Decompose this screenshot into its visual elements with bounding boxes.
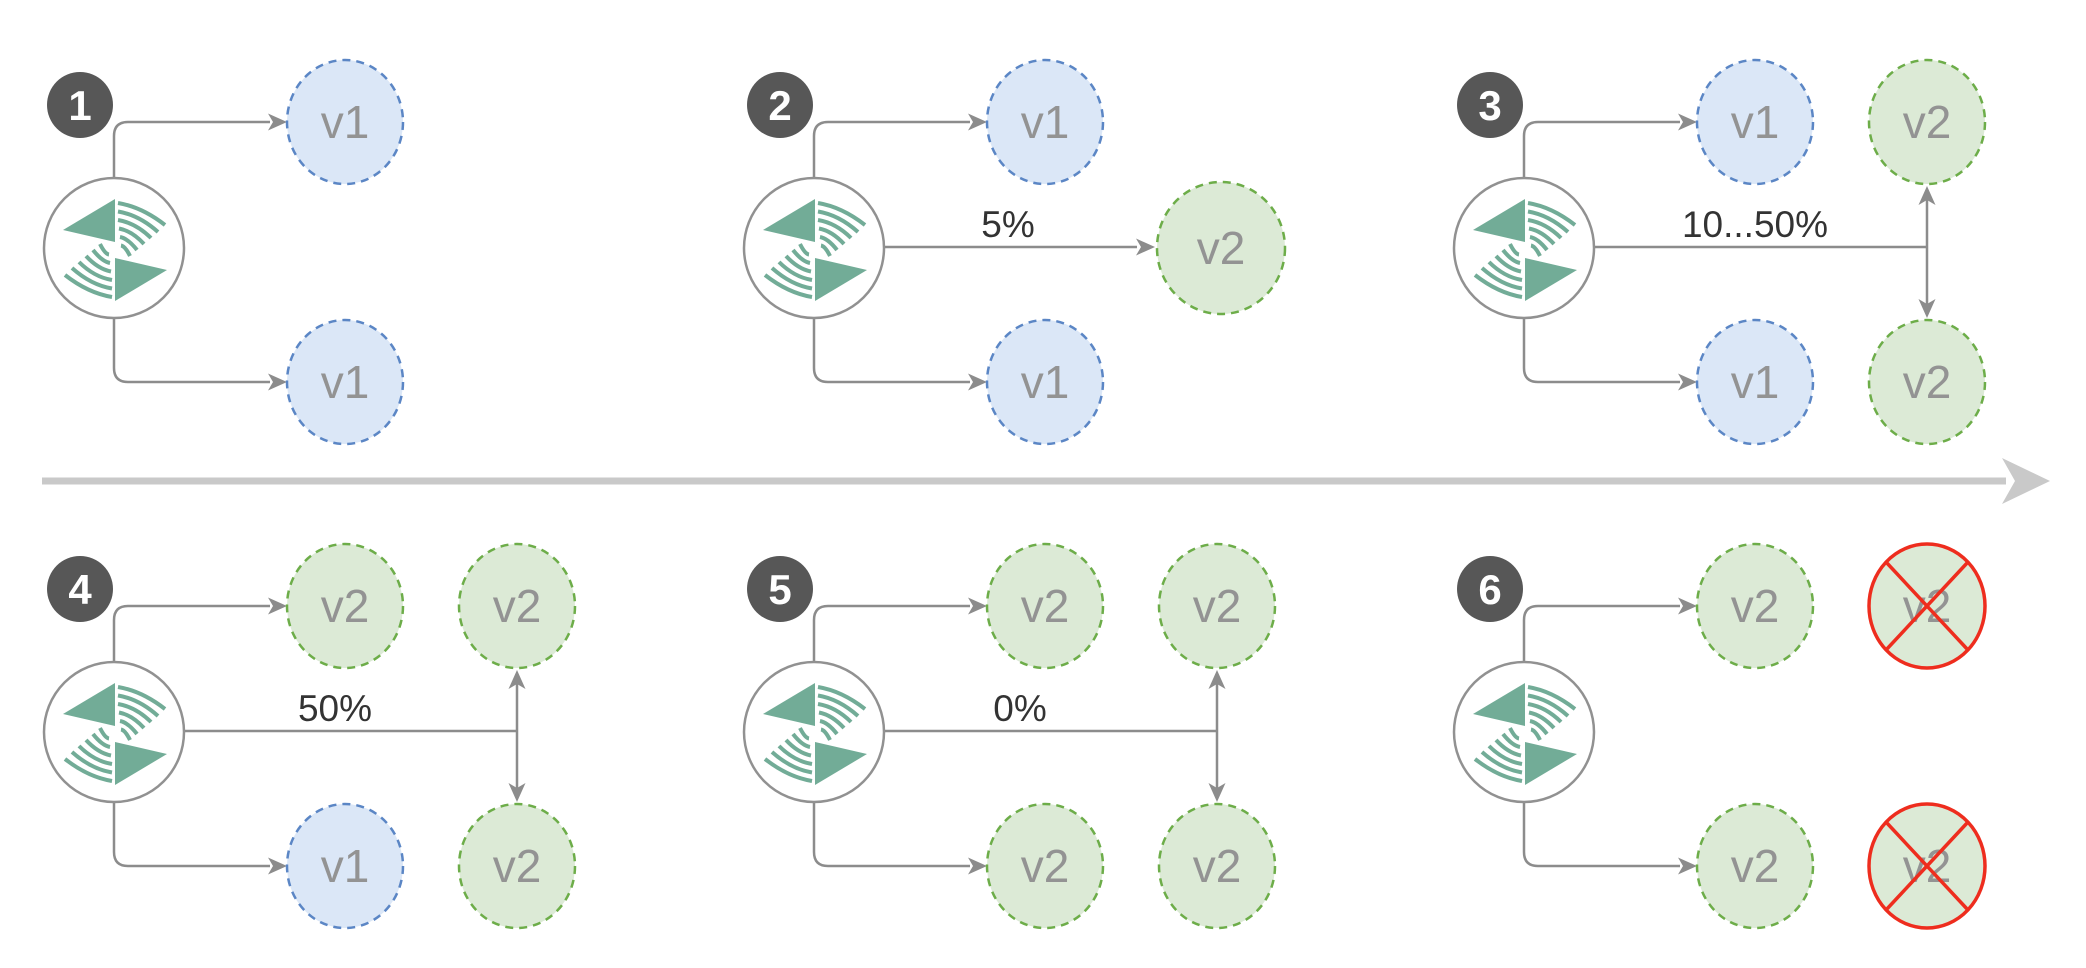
arrowhead-icon	[268, 857, 287, 875]
route-line-top	[812, 120, 970, 178]
arrowhead-icon	[968, 113, 987, 131]
pod-label: v1	[1021, 356, 1070, 408]
route-line-bottom	[112, 318, 270, 384]
pod-label: v1	[321, 96, 370, 148]
stage-panel-6: 6 v2 v2 v2 v2	[1452, 542, 1987, 930]
step-number: 5	[768, 566, 791, 613]
pod-node-top-right: v2	[1867, 58, 1987, 186]
route-line-top	[812, 604, 970, 662]
arrowhead-icon	[968, 597, 987, 615]
pod-node-top-left: v2	[285, 542, 405, 670]
pod-label: v2	[493, 580, 542, 632]
pod-node-top-left: v1	[285, 58, 405, 186]
pod-label: v2	[1021, 580, 1070, 632]
route-line-top	[1522, 604, 1680, 662]
pod-node-bottom-right: v2	[457, 802, 577, 930]
arrowhead-icon	[1678, 373, 1697, 391]
arrowhead-icon	[268, 373, 287, 391]
pod-node-bottom-right: v2	[1157, 802, 1277, 930]
traffic-weight-label: 0%	[993, 688, 1046, 729]
pod-label: v2	[321, 580, 370, 632]
pod-label: v2	[1731, 840, 1780, 892]
step-badge	[1457, 72, 1523, 138]
pod-node-top-right: v2	[457, 542, 577, 670]
arrowhead-icon	[1678, 113, 1697, 131]
step-number: 2	[768, 82, 791, 129]
pod-label: v2	[1193, 840, 1242, 892]
step-badge	[47, 72, 113, 138]
step-number: 1	[68, 82, 91, 129]
step-badge	[1457, 556, 1523, 622]
stage-panel-1: 1 v1 v1	[42, 58, 405, 446]
pod-node-top-left: v1	[1695, 58, 1815, 186]
pod-label: v2	[1193, 580, 1242, 632]
pod-label: v1	[1021, 96, 1070, 148]
route-line-bottom	[1522, 802, 1680, 868]
terminated-pod-node-bottom-right: v2	[1867, 802, 1987, 930]
traffic-weight-label: 10...50%	[1682, 204, 1828, 245]
pod-node-top-left: v1	[985, 58, 1105, 186]
pod-node-bottom-left: v1	[285, 318, 405, 446]
step-badge	[747, 556, 813, 622]
pod-node-top-left: v2	[1695, 542, 1815, 670]
step-number: 3	[1478, 82, 1501, 129]
pod-node-middle-right: v2	[1155, 180, 1287, 316]
timeline-arrowhead-icon	[2002, 458, 2050, 504]
red-cross-icon	[1867, 802, 1987, 930]
pod-label: v2	[493, 840, 542, 892]
pod-label: v2	[1021, 840, 1070, 892]
pod-node-bottom-left: v2	[1695, 802, 1815, 930]
pod-label: v1	[1731, 356, 1780, 408]
stage-panel-5: 5 0% v2 v2 v2 v2	[742, 542, 1277, 930]
traffic-router	[742, 660, 886, 804]
stage-panel-2: 2 5% v1 v2 v1	[742, 58, 1287, 446]
pod-node-bottom-left: v1	[985, 318, 1105, 446]
pod-node-top-left: v2	[985, 542, 1105, 670]
arrowhead-icon	[1136, 238, 1155, 256]
route-line-bottom	[112, 802, 270, 868]
pod-label: v1	[321, 356, 370, 408]
arrowhead-icon	[268, 597, 287, 615]
terminated-pod-node-top-right: v2	[1867, 542, 1987, 670]
traffic-router	[42, 176, 186, 320]
arrowhead-icon	[268, 113, 287, 131]
pod-label: v2	[1903, 356, 1952, 408]
pod-node-bottom-right: v2	[1867, 318, 1987, 446]
pod-label: v2	[1903, 96, 1952, 148]
timeline-arrow	[42, 458, 2050, 504]
arrowhead-icon	[1678, 597, 1697, 615]
pod-label: v2	[1731, 580, 1780, 632]
route-line-bottom	[1522, 318, 1680, 384]
pod-label: v2	[1197, 222, 1246, 274]
traffic-router	[1452, 176, 1596, 320]
pod-label: v1	[321, 840, 370, 892]
arrowhead-icon	[968, 857, 987, 875]
traffic-router	[1452, 660, 1596, 804]
traffic-router	[42, 660, 186, 804]
route-line-top	[112, 120, 270, 178]
pod-label: v1	[1731, 96, 1780, 148]
traffic-weight-label: 5%	[981, 204, 1034, 245]
traffic-weight-label: 50%	[298, 688, 372, 729]
arrowhead-icon	[1678, 857, 1697, 875]
step-number: 6	[1478, 566, 1501, 613]
red-cross-icon	[1867, 542, 1987, 670]
pod-node-bottom-left: v1	[285, 802, 405, 930]
route-line-top	[112, 604, 270, 662]
route-line-bottom	[812, 802, 970, 868]
pod-node-bottom-left: v1	[1695, 318, 1815, 446]
step-number: 4	[68, 566, 92, 613]
stage-panel-4: 4 50% v2 v2 v1 v2	[42, 542, 577, 930]
route-line-top	[1522, 120, 1680, 178]
pod-node-bottom-left: v2	[985, 802, 1105, 930]
stage-panel-3: 3 10...50% v1 v2 v1 v2	[1452, 58, 1987, 446]
step-badge	[47, 556, 113, 622]
pod-node-top-right: v2	[1157, 542, 1277, 670]
arrowhead-icon	[968, 373, 987, 391]
step-badge	[747, 72, 813, 138]
route-line-bottom	[812, 318, 970, 384]
traffic-router	[742, 176, 886, 320]
